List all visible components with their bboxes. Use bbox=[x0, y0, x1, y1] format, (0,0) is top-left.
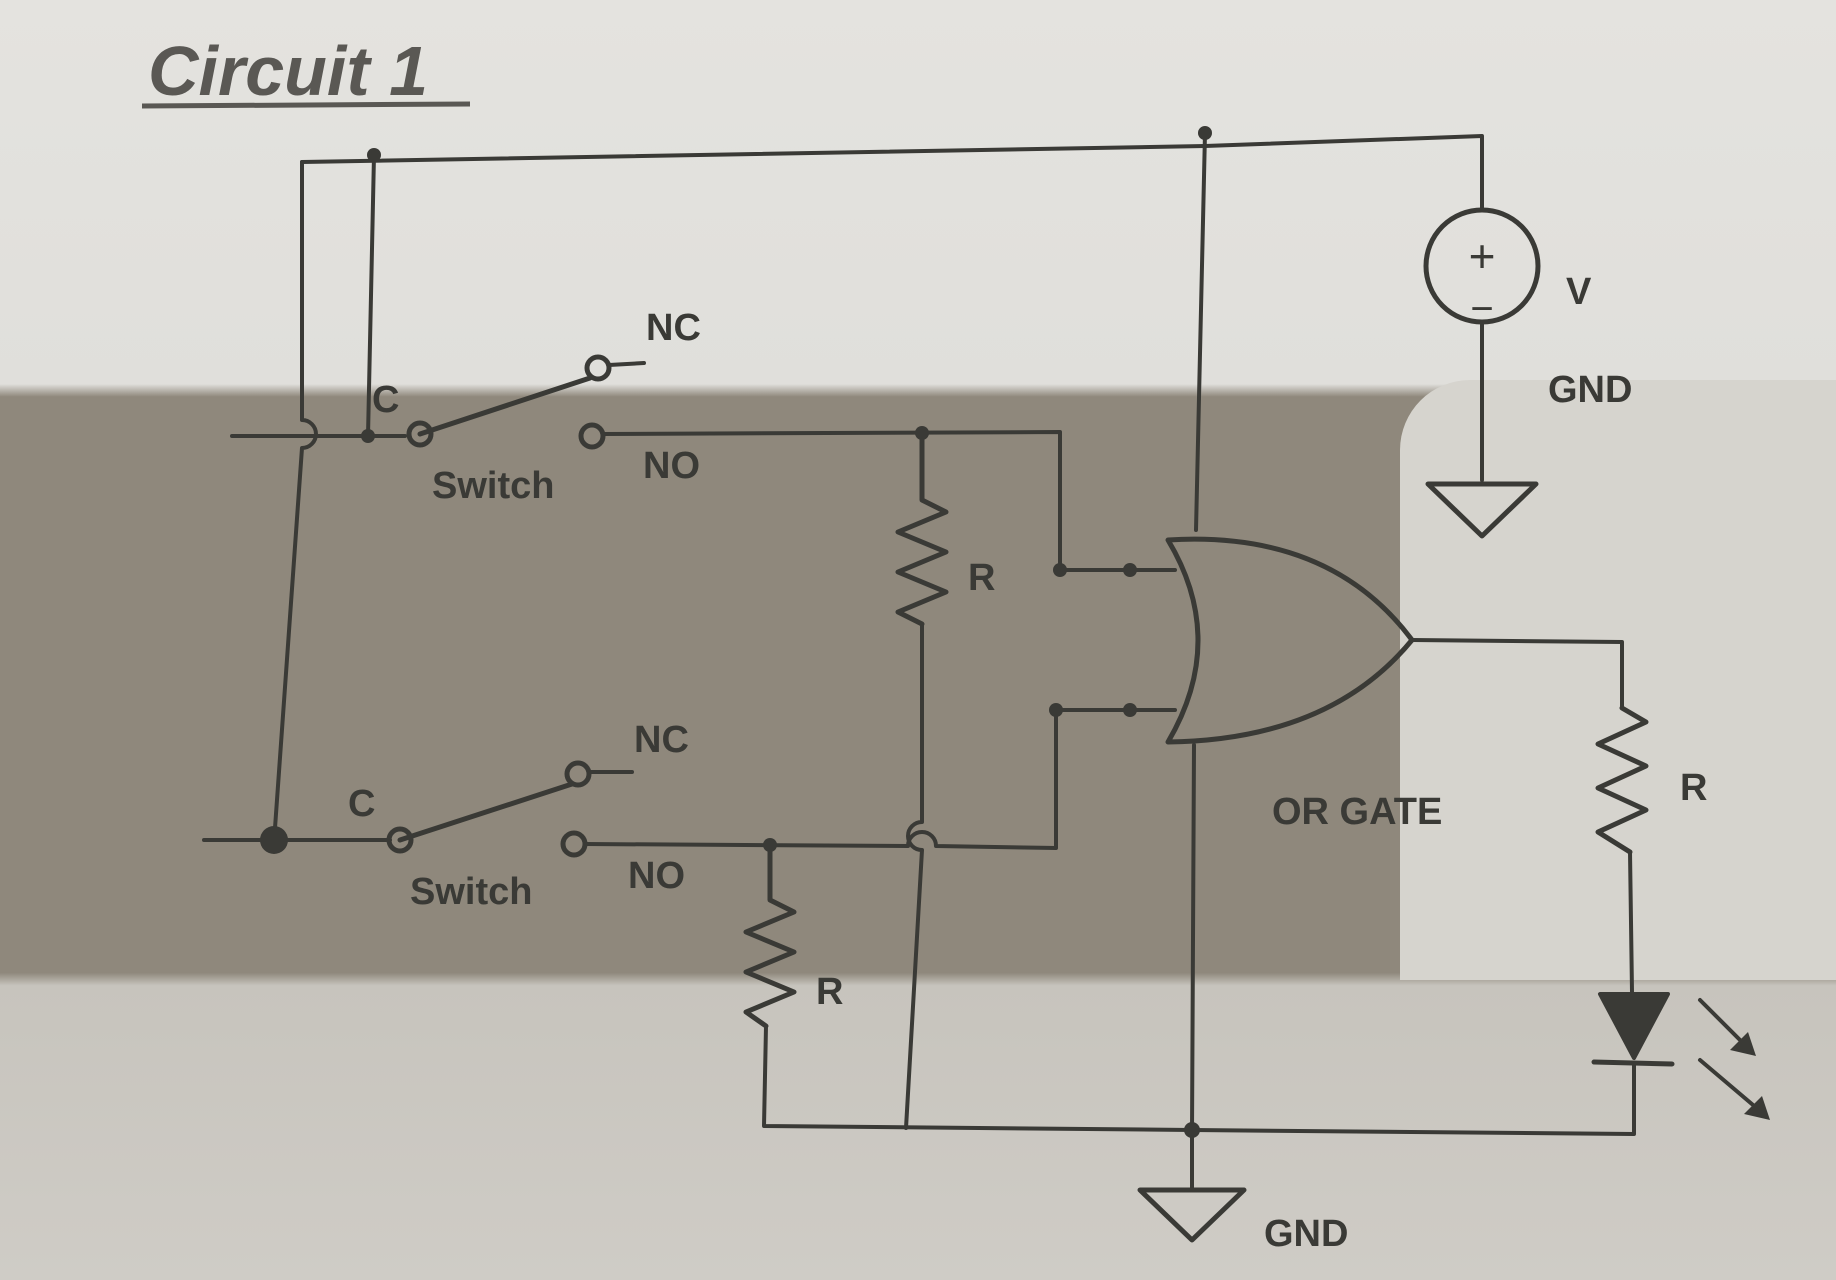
bottom-switch-no-contact bbox=[560, 830, 588, 858]
top-switch-no-contact bbox=[578, 422, 606, 450]
left-rail-wire bbox=[272, 160, 318, 844]
bottom-switch-name-label: Switch bbox=[410, 871, 532, 913]
top-resistor-to-gnd-wire bbox=[904, 622, 924, 1130]
or-gate-label: OR GATE bbox=[1272, 791, 1442, 833]
top-switch-no-label: NO bbox=[643, 445, 700, 487]
junction-gate-in2-a bbox=[1049, 703, 1063, 717]
lit-area bbox=[1400, 380, 1836, 980]
top-resistor bbox=[895, 430, 949, 627]
junction-gate-in1-b bbox=[1123, 563, 1137, 577]
bottom-switch-nc-label: NC bbox=[634, 719, 689, 761]
resistor-to-led-wire bbox=[1628, 850, 1634, 994]
top-switch-name-label: Switch bbox=[432, 465, 554, 507]
top-switch-feed-wire bbox=[366, 153, 376, 438]
junction-gate-in1-a bbox=[1053, 563, 1067, 577]
output-resistor bbox=[1595, 705, 1649, 855]
gate-vcc-wire bbox=[1194, 131, 1207, 532]
bottom-switch-c-label: C bbox=[348, 783, 375, 825]
bottom-switch-no-label: NO bbox=[628, 855, 685, 897]
bottom-switch-lever bbox=[397, 781, 575, 843]
source-v-label: V bbox=[1566, 271, 1592, 313]
bottom-no-to-gate-wire bbox=[583, 708, 1177, 850]
top-switch-nc-stub bbox=[607, 361, 646, 367]
bottom-switch-nc-contact bbox=[564, 760, 592, 788]
top-switch-nc-contact bbox=[584, 354, 612, 382]
top-switch-c-label: C bbox=[372, 379, 399, 421]
bottom-resistor bbox=[743, 842, 797, 1029]
gate-output-wire bbox=[1410, 638, 1624, 710]
source-minus-sign: − bbox=[1470, 287, 1493, 331]
led-to-gnd-wire bbox=[1190, 1062, 1636, 1136]
bottom-switch-c-contact bbox=[386, 826, 414, 854]
main-ground-icon bbox=[1137, 1187, 1247, 1243]
or-gate-symbol bbox=[1165, 536, 1415, 745]
led-light-arrows bbox=[1698, 998, 1770, 1120]
bottom-resistor-label: R bbox=[816, 971, 843, 1013]
top-resistor-label: R bbox=[968, 557, 995, 599]
junction-bottom-switch-c bbox=[260, 826, 288, 854]
source-plus-sign: + bbox=[1469, 230, 1496, 282]
top-supply-rail bbox=[300, 134, 1484, 210]
junction-top-switch-c bbox=[361, 429, 375, 443]
top-switch-c-contact bbox=[406, 420, 434, 448]
top-no-to-gate-wire bbox=[601, 430, 1177, 572]
bottom-resistor-to-gnd-wire bbox=[762, 1024, 1194, 1132]
top-switch-lever bbox=[417, 375, 593, 437]
junction-gate-in2-b bbox=[1123, 703, 1137, 717]
output-resistor-label: R bbox=[1680, 767, 1707, 809]
gate-gnd-wire bbox=[1190, 743, 1196, 1190]
source-ground-icon bbox=[1425, 481, 1539, 539]
diagram-title: Circuit 1 bbox=[148, 32, 428, 110]
title-underline bbox=[141, 101, 471, 109]
main-gnd-label: GND bbox=[1264, 1213, 1348, 1255]
source-gnd-label: GND bbox=[1548, 369, 1632, 411]
led-symbol bbox=[1598, 992, 1670, 1060]
top-switch-nc-label: NC bbox=[646, 307, 701, 349]
